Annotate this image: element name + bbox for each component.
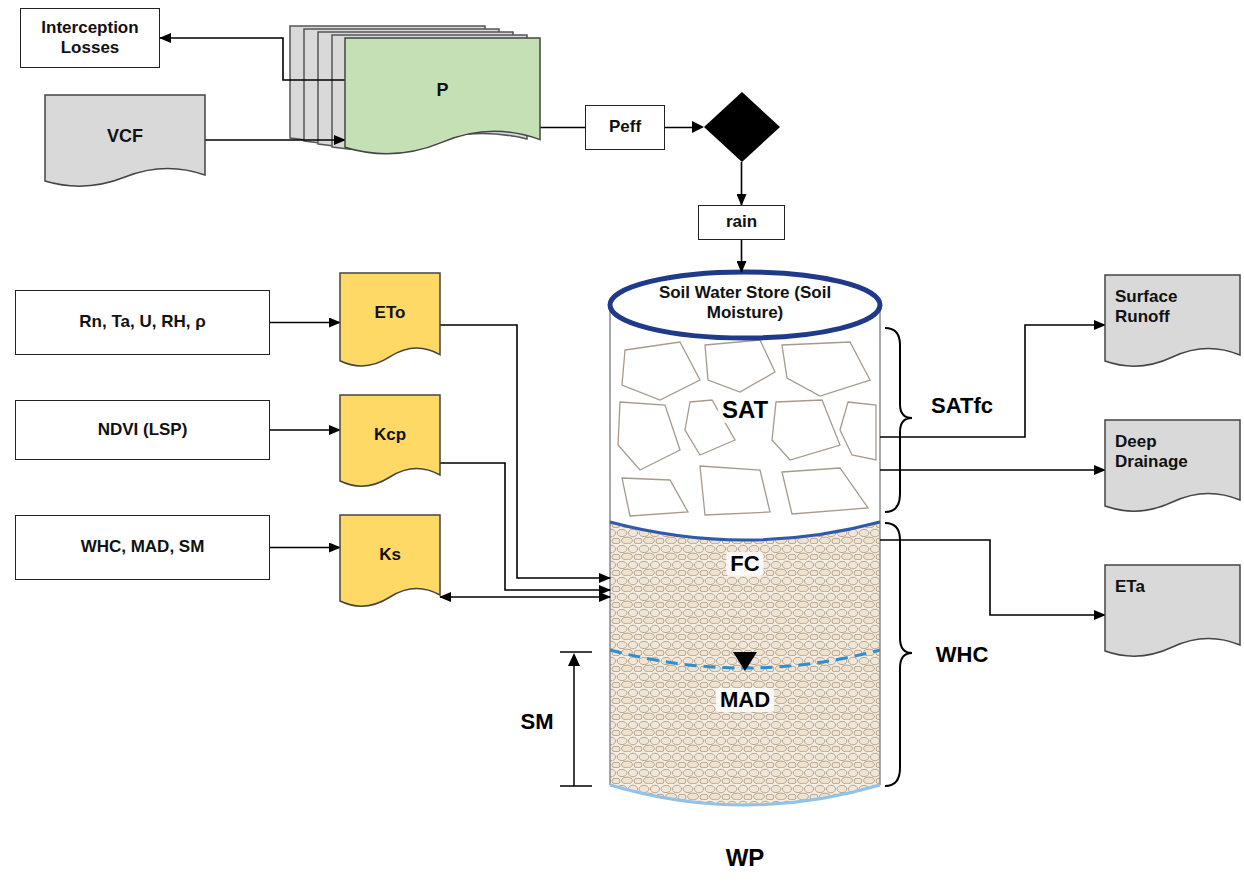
- cylinder-bottom: [610, 785, 880, 805]
- connector: [270, 547, 340, 549]
- brace: [885, 328, 912, 512]
- node-text: Ks: [379, 545, 401, 565]
- data-document: P: [345, 38, 540, 165]
- rock: [622, 478, 688, 516]
- node-text: rain: [726, 212, 757, 232]
- output-document: Deep Drainage: [1105, 420, 1240, 520]
- node-text: ETa: [1115, 577, 1145, 597]
- node-text: VCF: [107, 126, 143, 148]
- zone-label: SATfc: [931, 394, 993, 418]
- connector: [205, 139, 345, 141]
- rock: [840, 402, 876, 460]
- connector: [540, 127, 585, 129]
- rock: [618, 402, 680, 470]
- node-text: Soil Water Store (Soil Moisture): [650, 283, 840, 324]
- connector: [440, 596, 610, 598]
- node-text: Surface Runoff: [1115, 287, 1232, 328]
- fc-level: [610, 522, 880, 540]
- rock-texture: [618, 340, 876, 516]
- document-shape: [345, 38, 540, 165]
- connector: [440, 325, 610, 578]
- input-box: WHC, MAD, SM: [15, 515, 270, 580]
- connector: [270, 322, 340, 324]
- decision-diamond: [704, 92, 780, 162]
- output-box: Interception Losses: [20, 8, 160, 68]
- document-shape: [340, 515, 440, 615]
- zone-label: FC: [726, 552, 763, 576]
- data-document: Ks: [340, 515, 440, 615]
- rock: [772, 400, 840, 460]
- node-text: P: [436, 80, 448, 102]
- process-box: Peff: [585, 105, 665, 150]
- node-text: Deep Drainage: [1115, 432, 1232, 473]
- process-box: rain: [698, 205, 785, 240]
- input-box: Rn, Ta, U, RH, ρ: [15, 290, 270, 355]
- output-document: Surface Runoff: [1105, 275, 1240, 375]
- rock: [782, 468, 868, 514]
- node-text: Rn, Ta, U, RH, ρ: [79, 312, 205, 332]
- rock: [622, 342, 700, 400]
- connector: [270, 429, 340, 431]
- connector: [440, 463, 610, 590]
- node-text: Kcp: [374, 425, 406, 445]
- document-outline: [340, 515, 440, 606]
- input-box: NDVI (LSP): [15, 400, 270, 460]
- connector: [665, 128, 742, 206]
- document-shape: [340, 273, 440, 375]
- document-outline: [345, 38, 540, 154]
- document-outline: [340, 395, 440, 486]
- rock: [705, 340, 775, 392]
- node-text: Interception Losses: [29, 18, 151, 59]
- zone-label: WP: [726, 845, 765, 871]
- node-text: NDVI (LSP): [98, 420, 188, 440]
- pebble-zone: [610, 522, 880, 805]
- document-outline: [1105, 565, 1240, 656]
- data-document: ETo: [340, 273, 440, 375]
- rock: [700, 466, 770, 515]
- zone-label: SAT: [718, 397, 772, 423]
- node-text: WHC, MAD, SM: [81, 537, 205, 557]
- connector: [880, 540, 1105, 615]
- arrow-head: [692, 121, 704, 133]
- data-document: Kcp: [340, 395, 440, 495]
- brace: [885, 523, 912, 786]
- document-shape: [340, 395, 440, 495]
- connector: [741, 240, 743, 272]
- water-level-symbol: [733, 652, 757, 671]
- arrow-head: [568, 653, 580, 666]
- output-document: ETa: [1105, 565, 1240, 665]
- document-outline: [340, 273, 440, 366]
- node-text: ETo: [375, 303, 406, 323]
- dimension-line: [573, 664, 575, 786]
- cylinder-top: [610, 272, 880, 338]
- zone-label: WHC: [936, 643, 989, 667]
- connector: [160, 38, 345, 80]
- connector: [880, 325, 1105, 437]
- zone-label: SM: [521, 710, 554, 734]
- cylinder-side: [879, 305, 881, 785]
- sm-dimension: [560, 652, 592, 786]
- soil-water-store: Soil Water Store (Soil Moisture): [610, 270, 880, 800]
- node-text: Peff: [609, 117, 641, 137]
- rock: [782, 342, 870, 396]
- zone-label: MAD: [716, 688, 774, 712]
- connector: [880, 469, 1105, 471]
- document-outline: [45, 95, 205, 186]
- document-outline: [1105, 420, 1240, 511]
- data-document: VCF: [45, 95, 205, 195]
- tick: [560, 651, 592, 653]
- document-outline: [1105, 275, 1240, 366]
- cylinder-side: [609, 305, 611, 785]
- tick: [560, 785, 592, 787]
